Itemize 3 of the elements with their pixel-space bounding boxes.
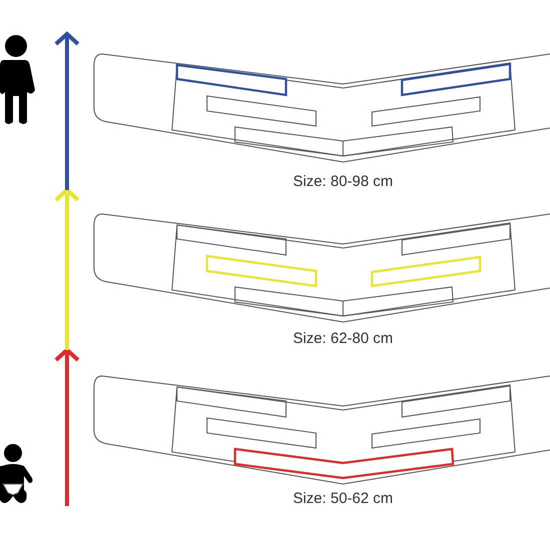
size-label: Size: 62-80 cm (292, 330, 394, 347)
size-label: Size: 50-62 cm (292, 490, 394, 507)
size-label: Size: 80-98 cm (292, 173, 394, 190)
